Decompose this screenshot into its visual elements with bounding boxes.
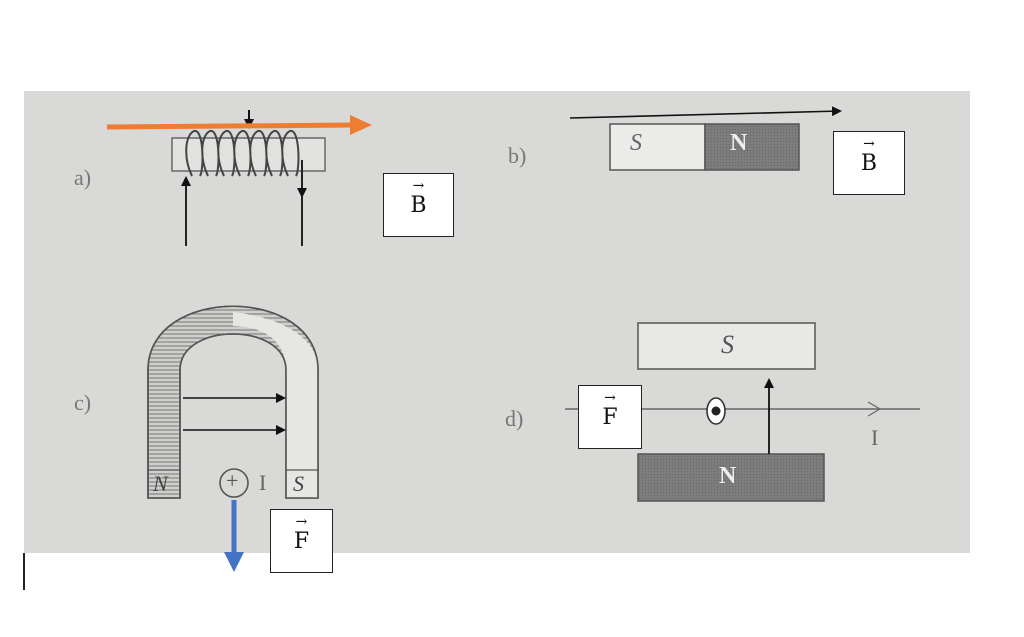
vector-arrow-icon: →: [863, 135, 875, 152]
text-cursor: [23, 553, 25, 590]
magnets-d: [565, 322, 920, 502]
label-box-f-d: →F: [578, 385, 642, 449]
pole-s-d: S: [721, 330, 734, 359]
label-box-b-a: →B: [383, 173, 454, 237]
part-label-b: b): [508, 143, 527, 168]
vector-arrow-icon: →: [604, 389, 616, 406]
pole-s-c: S: [293, 471, 304, 496]
horseshoe-magnet-c: [147, 305, 319, 499]
orange-arrowhead: [350, 115, 372, 135]
part-label-c: c): [74, 390, 92, 415]
orange-field-arrow: [106, 122, 356, 130]
vector-arrow-icon: →: [295, 513, 308, 530]
pole-n-d: N: [719, 463, 737, 489]
field-arrow-b: [569, 106, 842, 119]
vector-f-text: F: [602, 404, 618, 430]
current-label-c: I: [259, 470, 267, 495]
pole-s-b: S: [630, 130, 642, 156]
vector-arrow-icon: →: [412, 177, 425, 194]
vector-b-text: B: [410, 192, 427, 218]
part-label-a: a): [74, 165, 92, 190]
current-out-symbol: +: [226, 468, 239, 493]
solenoid-a: [171, 110, 326, 246]
blue-arrowhead: [224, 552, 244, 572]
bar-magnet-b: [609, 123, 800, 171]
pole-n-c: N: [153, 471, 168, 496]
vector-f-text: F: [293, 528, 310, 554]
vector-b-text: B: [860, 150, 878, 176]
label-box-b-b: →B: [833, 131, 905, 195]
part-label-d: d): [505, 406, 524, 431]
pole-n-b: N: [730, 130, 748, 156]
label-box-f-c: →F: [270, 509, 333, 573]
current-label-d: I: [871, 425, 879, 450]
